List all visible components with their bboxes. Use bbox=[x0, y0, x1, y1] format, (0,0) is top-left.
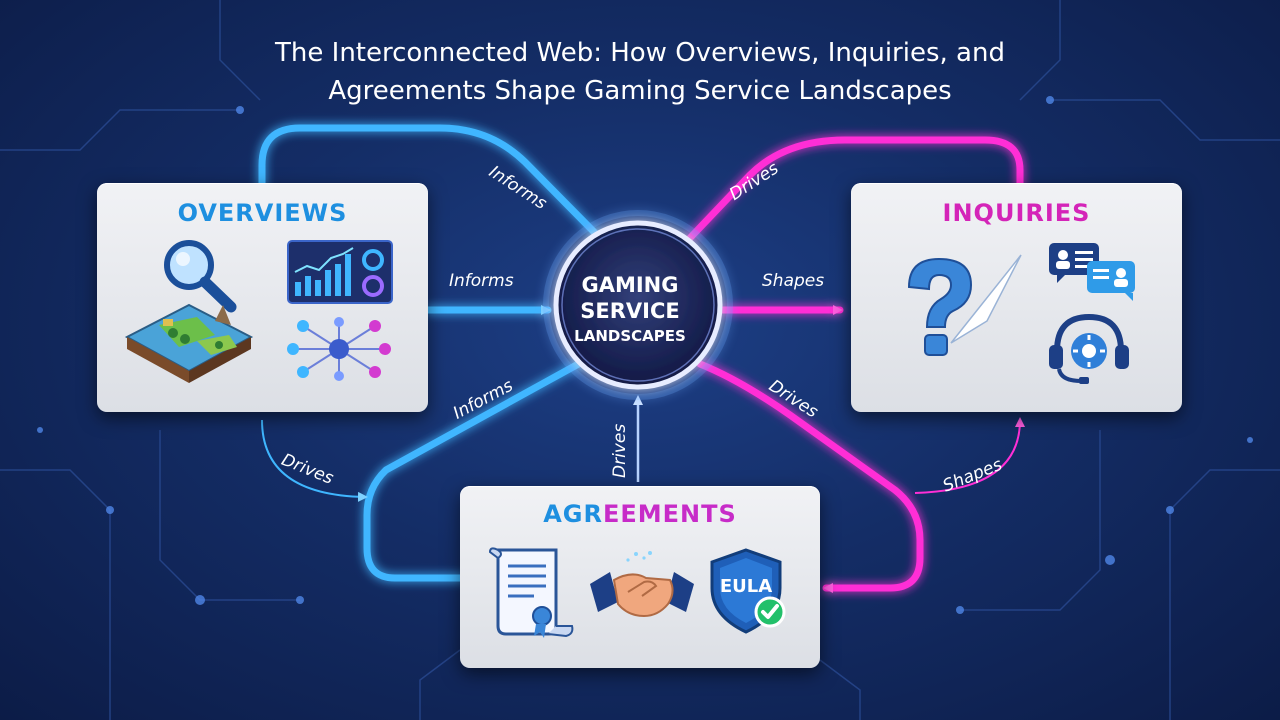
inquiries-title: INQUIRIES bbox=[942, 199, 1091, 227]
eula-shield-icon: EULA bbox=[710, 548, 786, 634]
agreements-title: AGREEMENTS bbox=[460, 500, 820, 528]
title-line-1: The Interconnected Web: How Overviews, I… bbox=[275, 38, 1005, 68]
circuit-nodes bbox=[37, 96, 1253, 614]
hub-label: GAMING SERVICE LANDSCAPES bbox=[560, 272, 700, 348]
hub-label-line-3: LANDSCAPES bbox=[574, 327, 686, 345]
edge-label-shapes-mid: Shapes bbox=[762, 271, 825, 291]
network-graph-icon bbox=[287, 317, 391, 381]
overviews-hub-top-link bbox=[258, 124, 602, 240]
magenta-connectors bbox=[686, 136, 1024, 593]
edge-label-drives-center: Drives bbox=[610, 423, 630, 478]
eula-label: EULA bbox=[720, 576, 772, 597]
contract-scroll-icon bbox=[488, 547, 574, 638]
agreements-title-part-2: EEMENTS bbox=[602, 500, 737, 528]
hub-label-line-2: SERVICE bbox=[580, 299, 680, 323]
magnifier-icon bbox=[164, 240, 237, 313]
hub-agreements-loop-link bbox=[696, 360, 924, 593]
support-headset-icon bbox=[1049, 313, 1129, 384]
page-title: The Interconnected Web: How Overviews, I… bbox=[140, 34, 1140, 110]
hub-inquiries-top-link bbox=[686, 136, 1024, 242]
title-line-2: Agreements Shape Gaming Service Landscap… bbox=[328, 76, 952, 106]
edge-label-informs-mid: Informs bbox=[449, 271, 514, 291]
chat-bubbles-icon bbox=[1049, 243, 1135, 301]
agreements-loop-link bbox=[363, 358, 586, 582]
overviews-title: OVERVIEWS bbox=[177, 199, 348, 227]
agreements-panel: AGREEMENTS EULA bbox=[460, 486, 820, 668]
question-mark-icon bbox=[907, 254, 1022, 356]
cyan-connectors bbox=[258, 124, 602, 582]
hub-label-line-1: GAMING bbox=[581, 273, 679, 297]
agreements-inquiries-arrow bbox=[914, 417, 1025, 494]
overviews-panel: OVERVIEWS bbox=[97, 183, 428, 412]
agreements-title-part-1: AGR bbox=[543, 500, 603, 528]
inquiries-panel: INQUIRIES bbox=[851, 183, 1182, 412]
overviews-agreements-arrow bbox=[261, 419, 368, 502]
game-map-icon bbox=[124, 303, 254, 383]
dashboard-chart-icon bbox=[287, 240, 393, 304]
handshake-icon bbox=[590, 551, 694, 618]
hub-node bbox=[543, 210, 733, 400]
